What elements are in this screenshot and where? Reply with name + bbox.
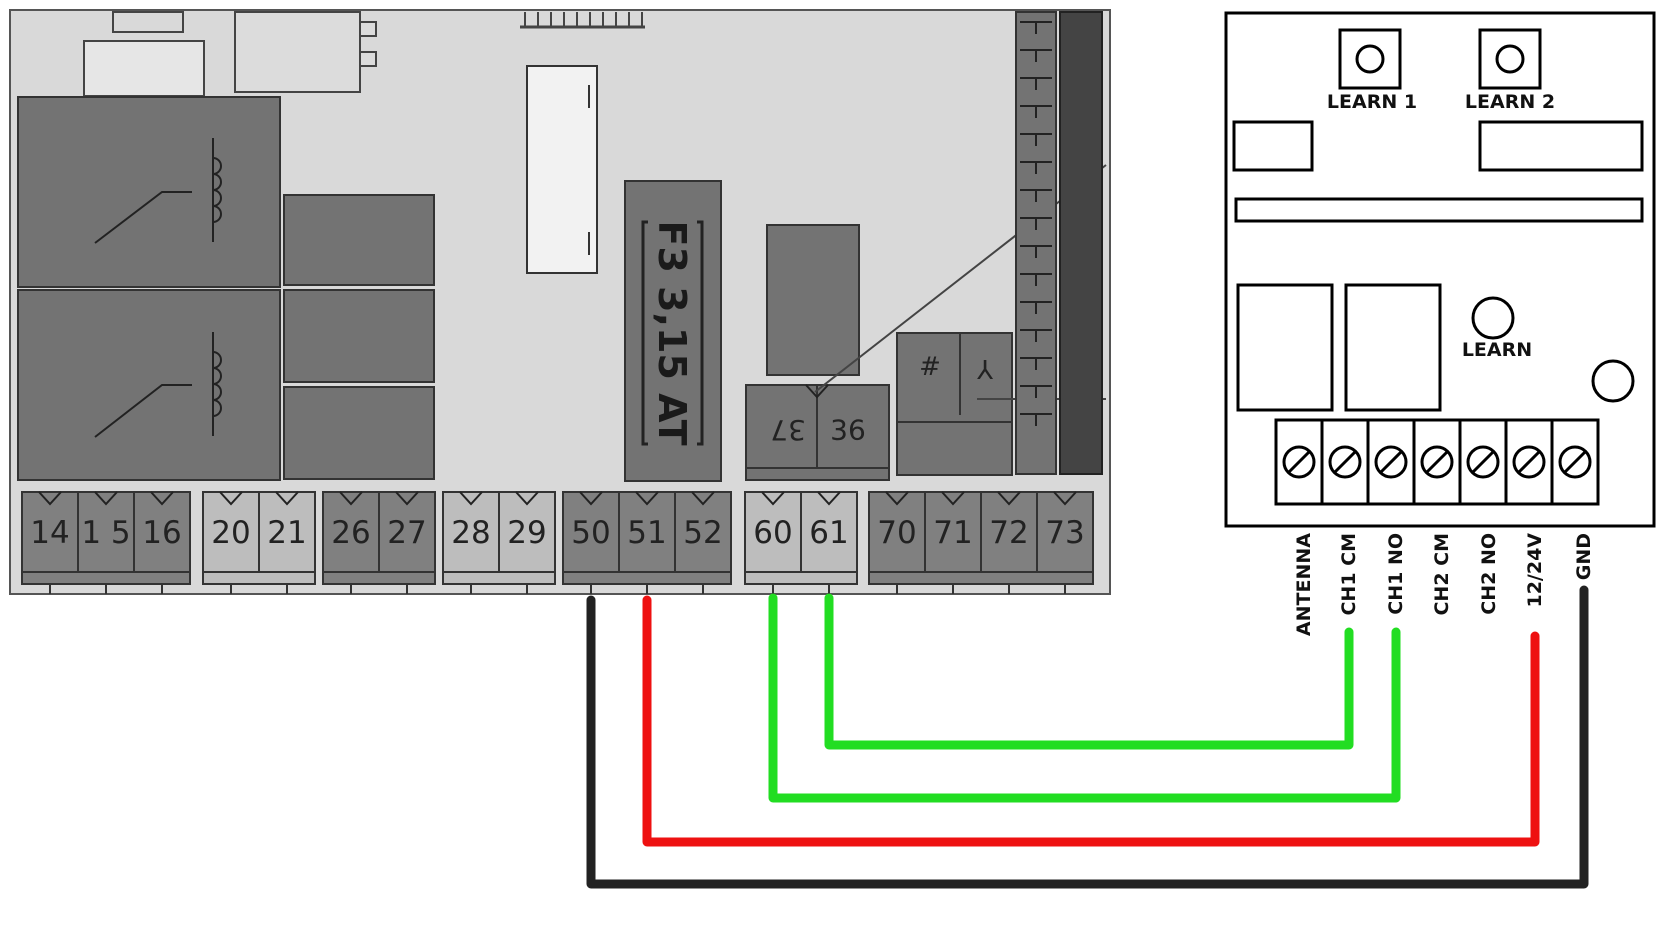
- terminal-label: 29: [507, 515, 546, 551]
- top-connector: [520, 12, 645, 29]
- receiver-relay: [1344, 283, 1442, 412]
- led-indicator: [1591, 359, 1635, 403]
- transformer-tab: [359, 21, 377, 37]
- terminal-37: 37: [770, 414, 806, 447]
- terminal-label: 60: [753, 515, 792, 551]
- wires: [586, 585, 1589, 889]
- screw-terminal[interactable]: [1466, 445, 1500, 479]
- learn-button[interactable]: [1471, 296, 1515, 340]
- terminal-label: 72: [989, 515, 1028, 551]
- learn1-button[interactable]: [1338, 28, 1402, 90]
- receiver-pin-label: ANTENNA: [1293, 533, 1315, 636]
- terminal-36: 36: [830, 414, 866, 447]
- receiver-component: [1232, 120, 1314, 172]
- terminal-label: 52: [683, 515, 722, 551]
- top-component: [112, 11, 184, 33]
- terminal-37-36: 37 36: [745, 384, 890, 481]
- board-block: [283, 194, 435, 286]
- screw-terminal[interactable]: [1420, 445, 1454, 479]
- terminal-group: 70 71 72 73: [868, 491, 1094, 594]
- fuse-label: F3 3,15 AT: [650, 221, 694, 446]
- terminal-label: 50: [571, 515, 610, 551]
- terminal-y: Y: [977, 353, 994, 383]
- terminal-label: 20: [211, 515, 250, 551]
- relay-2: [17, 289, 281, 481]
- screw-terminal[interactable]: [1558, 445, 1592, 479]
- terminal-group: 50 51 52: [562, 491, 732, 594]
- terminal-label: 14: [30, 515, 69, 551]
- learn2-label: LEARN 2: [1465, 91, 1555, 113]
- terminal-label: 51: [627, 515, 666, 551]
- small-relay: [766, 224, 860, 376]
- leader-line: [814, 164, 1107, 393]
- terminal-hash: #: [919, 352, 941, 382]
- terminal-group: 28 29: [442, 491, 556, 594]
- terminal-label: 16: [142, 515, 181, 551]
- receiver-component: [1478, 120, 1644, 172]
- terminal-label: 1 5: [81, 515, 130, 551]
- learn-label: LEARN: [1462, 339, 1532, 361]
- terminal-group: 60 61: [744, 491, 858, 594]
- receiver-pin-label: CH2 CM: [1431, 533, 1453, 616]
- receiver-pin-label: CH1 CM: [1338, 533, 1360, 616]
- terminal-label: 26: [331, 515, 370, 551]
- board-block: [283, 386, 435, 480]
- terminal-hash-y: # Y: [896, 332, 1013, 476]
- terminal-group: 14 1 5 16: [21, 491, 191, 594]
- control-board: F3 3,15 AT 37 36 # Y 1: [9, 9, 1111, 595]
- receiver-module: LEARN 1 LEARN 2 LEARN ANTENNA CH1 CM CH1 N…: [1224, 11, 1656, 636]
- fuse: F3 3,15 AT: [624, 180, 722, 482]
- transformer-tab: [359, 51, 377, 67]
- relay-1: [17, 96, 281, 288]
- receiver-pin-label: CH2 NO: [1478, 533, 1500, 615]
- wire: [642, 595, 1540, 847]
- white-component: [526, 65, 598, 274]
- terminal-label: 27: [387, 515, 426, 551]
- receiver-pin-label: 12/24V: [1524, 533, 1546, 608]
- terminal-label: 28: [451, 515, 490, 551]
- receiver-terminal-block: [1274, 418, 1600, 506]
- learn2-button[interactable]: [1478, 28, 1542, 90]
- capacitor-block: [83, 40, 205, 97]
- wire: [768, 593, 1401, 803]
- screw-terminal[interactable]: [1282, 445, 1316, 479]
- learn1-label: LEARN 1: [1327, 91, 1417, 113]
- terminal-label: 21: [267, 515, 306, 551]
- edge-connector: [1015, 11, 1103, 475]
- wire: [586, 585, 1589, 889]
- terminal-label: 73: [1045, 515, 1084, 551]
- board-block: [283, 289, 435, 383]
- receiver-relay: [1236, 283, 1334, 412]
- terminal-label: 70: [877, 515, 916, 551]
- terminal-label: 71: [933, 515, 972, 551]
- screw-terminal[interactable]: [1512, 445, 1546, 479]
- transformer-block: [234, 11, 361, 93]
- receiver-strip: [1234, 197, 1644, 223]
- terminal-group: 26 27: [322, 491, 436, 594]
- screw-terminal[interactable]: [1328, 445, 1362, 479]
- receiver-pin-label: GND: [1573, 533, 1595, 580]
- receiver-pin-label: CH1 NO: [1385, 533, 1407, 615]
- terminal-label: 61: [809, 515, 848, 551]
- screw-terminal[interactable]: [1374, 445, 1408, 479]
- wire: [824, 593, 1354, 750]
- receiver-pin-labels: ANTENNA CH1 CM CH1 NO CH2 CM CH2 NO 12/24V GND: [1293, 533, 1595, 636]
